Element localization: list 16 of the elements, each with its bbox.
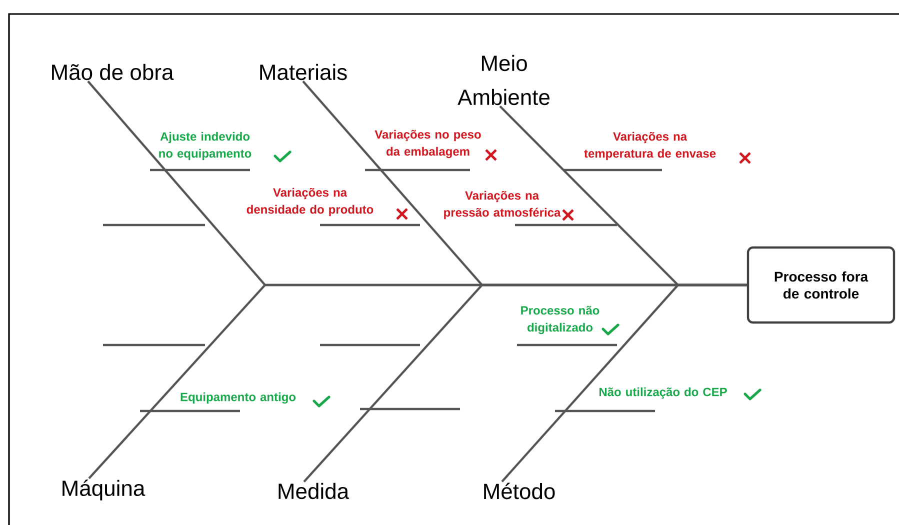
cause-label: Variações na temperatura de envase [584,132,716,160]
category-label: Meio Ambiente [458,54,550,106]
cause-label: Variações na densidade do produto [246,188,374,216]
category-label: Materiais [260,64,347,80]
cause-label: Ajuste indevido no equipamento [159,132,252,160]
cause-label: Variações no peso da embalagem [374,130,481,158]
cause-label: Não utilização do CEP [599,387,727,399]
category-label: Método [484,482,555,500]
category-label: Máquina [62,480,146,500]
cause-label: Processo não digitalizado [521,306,600,334]
effect-box: Processo fora de controle [746,246,896,324]
category-label: Medida [278,482,350,500]
category-label: Mão de obra [52,64,174,80]
fishbone-line [501,284,747,482]
cause-label: Variações na pressão atmosférica [444,190,561,220]
cause-label: Equipamento antigo [180,392,296,404]
